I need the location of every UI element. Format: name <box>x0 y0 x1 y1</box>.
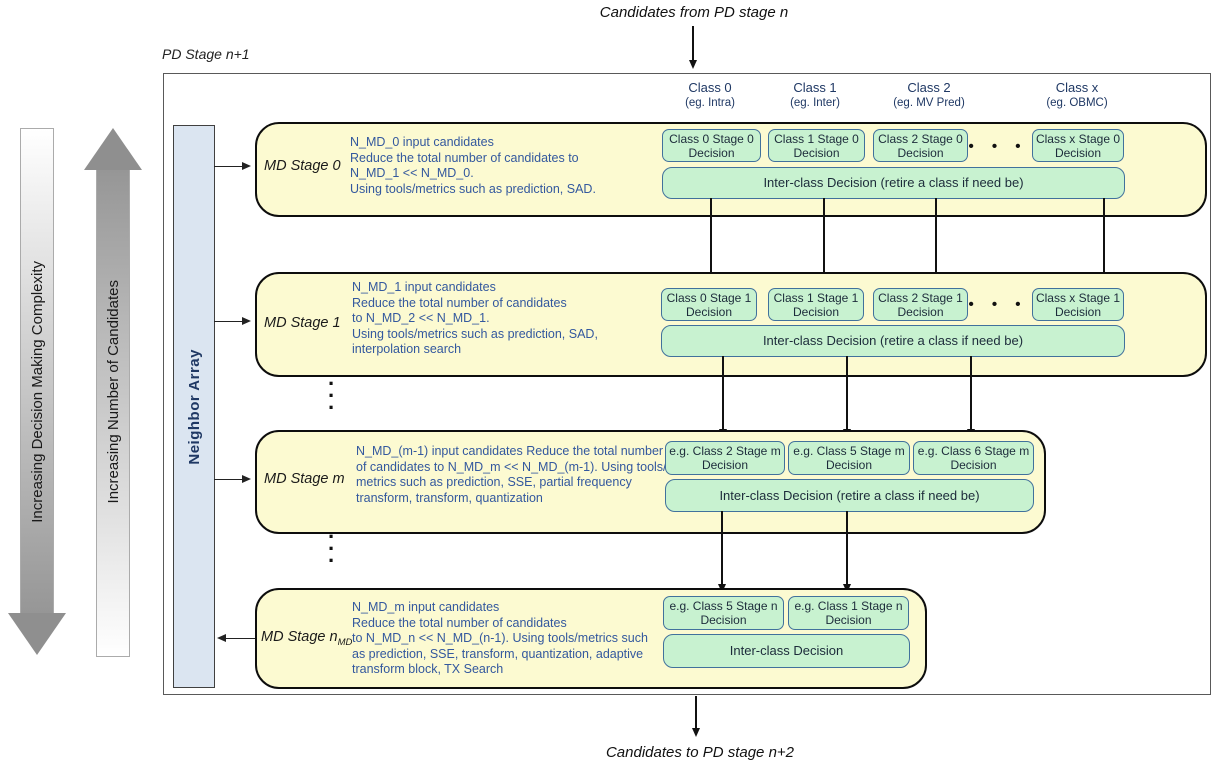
flow-arrow-sm-a <box>718 511 726 593</box>
class-2-stage-0-decision-box: Class 2 Stage 0 Decision <box>873 129 968 162</box>
md-stage-n-label-subscript: MD <box>337 636 353 648</box>
class-1-stage-n-decision-box: e.g. Class 1 Stage n Decision <box>788 596 909 630</box>
candidates-count-arrow-label: Increasing Number of Candidates <box>104 280 122 504</box>
output-flow-arrow <box>692 696 700 737</box>
candidates-count-arrow-shaft <box>96 170 130 657</box>
md-stage-1-label: MD Stage 1 <box>264 315 341 331</box>
class-x-header: Class x (eg. OBMC) <box>1017 79 1137 110</box>
class-1-stage-0-decision-box: Class 1 Stage 0 Decision <box>768 129 865 162</box>
class-0-example: (eg. Intra) <box>685 97 735 109</box>
flow-arrow-sm-b <box>843 511 851 593</box>
class-2-header: Class 2 (eg. MV Pred) <box>869 79 989 110</box>
stage-1-ellipsis-dots: • • • <box>968 296 1028 313</box>
flow-arrow-s0-c1 <box>820 198 828 284</box>
md-stage-m-description: N_MD_(m-1) input candidates Reduce the t… <box>356 444 667 505</box>
stages-ellipsis-upper: · · · <box>328 371 336 420</box>
md-stage-n-label: MD Stage nMD <box>261 629 352 648</box>
complexity-arrow-label-wrap: Increasing Decision Making Complexity <box>8 128 66 655</box>
class-0-header: Class 0 (eg. Intra) <box>650 79 770 110</box>
class-x-name: Class x <box>1055 80 1099 95</box>
md-stage-n-label-text: MD Stage n <box>261 629 338 645</box>
candidates-count-arrow: Increasing Number of Candidates <box>84 128 142 657</box>
class-0-name: Class 0 <box>688 80 732 95</box>
md-stage-1-description: N_MD_1 input candidates Reduce the total… <box>352 280 598 357</box>
neighbor-to-stage-m-arrow <box>214 475 251 484</box>
candidates-count-arrow-head <box>84 128 142 170</box>
candidates-to-label: Candidates to PD stage n+2 <box>605 744 795 761</box>
candidates-from-label: Candidates from PD stage n <box>599 4 789 21</box>
class-x-example: (eg. OBMC) <box>1046 97 1108 109</box>
md-stage-n-description: N_MD_m input candidates Reduce the total… <box>352 600 648 677</box>
complexity-arrow-shaft <box>20 128 54 614</box>
class-2-name: Class 2 <box>907 80 951 95</box>
neighbor-array-box: Neighbor Array <box>173 125 215 688</box>
class-1-example: (eg. Inter) <box>790 97 840 109</box>
stage-0-ellipsis-dots: • • • <box>968 138 1028 155</box>
pd-stage-container <box>163 73 1211 695</box>
class-1-header: Class 1 (eg. Inter) <box>755 79 875 110</box>
flow-arrow-s1-a <box>719 356 727 438</box>
neighbor-to-stage-1-arrow <box>214 317 251 326</box>
class-2-example: (eg. MV Pred) <box>893 97 965 109</box>
complexity-arrow-label: Increasing Decision Making Complexity <box>28 260 46 523</box>
md-stage-0-label: MD Stage 0 <box>264 158 341 174</box>
stage-1-inter-class-decision-box: Inter-class Decision (retire a class if … <box>661 325 1125 357</box>
flow-arrow-s1-b <box>843 356 851 438</box>
class-6-stage-m-decision-box: e.g. Class 6 Stage m Decision <box>913 441 1034 475</box>
stage-n-inter-class-decision-box: Inter-class Decision <box>663 634 910 668</box>
stage-n-to-neighbor-arrow <box>217 634 255 643</box>
candidates-count-arrow-label-wrap: Increasing Number of Candidates <box>84 128 142 656</box>
md-stage-m-label: MD Stage m <box>264 471 345 487</box>
class-2-stage-m-decision-box: e.g. Class 2 Stage m Decision <box>665 441 785 475</box>
flow-arrow-s0-c0 <box>707 198 715 284</box>
class-5-stage-n-decision-box: e.g. Class 5 Stage n Decision <box>663 596 784 630</box>
class-x-stage-1-decision-box: Class x Stage 1 Decision <box>1032 288 1124 321</box>
class-2-stage-1-decision-box: Class 2 Stage 1 Decision <box>873 288 968 321</box>
class-5-stage-m-decision-box: e.g. Class 5 Stage m Decision <box>788 441 910 475</box>
flow-arrow-s0-c2 <box>932 198 940 284</box>
class-0-stage-0-decision-box: Class 0 Stage 0 Decision <box>662 129 761 162</box>
flow-arrow-s1-c <box>967 356 975 438</box>
class-x-stage-0-decision-box: Class x Stage 0 Decision <box>1032 129 1124 162</box>
stage-0-inter-class-decision-box: Inter-class Decision (retire a class if … <box>662 167 1125 199</box>
neighbor-array-label: Neighbor Array <box>185 348 203 465</box>
class-1-stage-1-decision-box: Class 1 Stage 1 Decision <box>768 288 864 321</box>
pd-stage-label: PD Stage n+1 <box>162 46 250 62</box>
class-0-stage-1-decision-box: Class 0 Stage 1 Decision <box>661 288 757 321</box>
md-stage-0-description: N_MD_0 input candidates Reduce the total… <box>350 135 596 196</box>
stages-ellipsis-lower: · · · <box>328 524 336 573</box>
complexity-arrow-head <box>8 613 66 655</box>
neighbor-to-stage-0-arrow <box>214 162 251 171</box>
class-1-name: Class 1 <box>793 80 837 95</box>
flow-arrow-s0-cx <box>1100 198 1108 284</box>
input-flow-arrow <box>689 26 697 69</box>
complexity-arrow: Increasing Decision Making Complexity <box>8 128 66 655</box>
stage-m-inter-class-decision-box: Inter-class Decision (retire a class if … <box>665 479 1034 512</box>
